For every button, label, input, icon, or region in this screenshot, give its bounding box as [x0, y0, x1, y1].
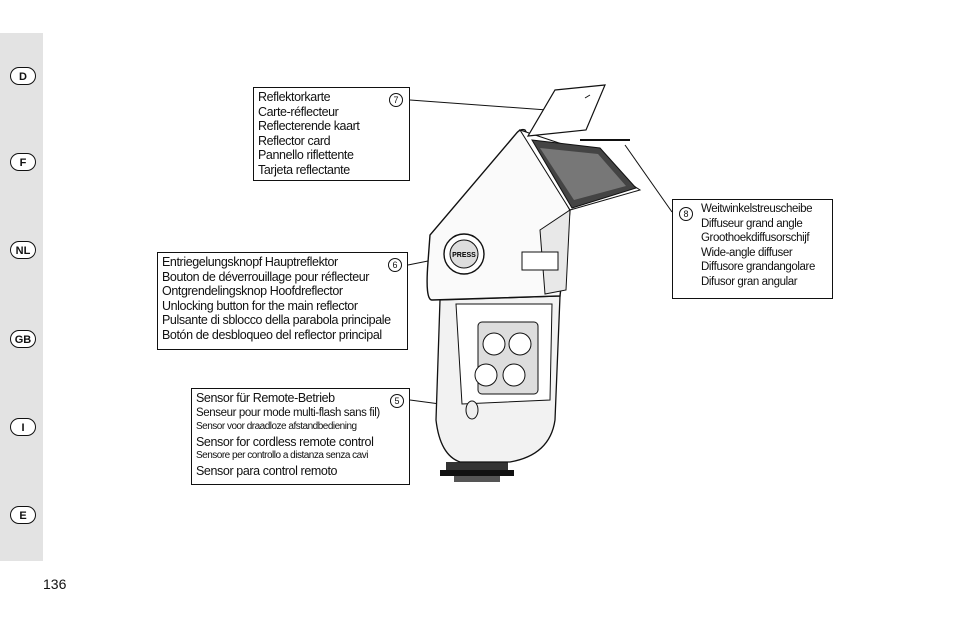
- callout-line: Tarjeta reflectante: [258, 162, 350, 177]
- callout-line: Sensore per controllo a distanza senza c…: [196, 450, 368, 461]
- remote-sensor-window: [465, 400, 479, 420]
- callout-line: Diffuseur grand angle: [701, 217, 803, 230]
- head-side-latch: [521, 251, 559, 271]
- callout-line: Wide-angle diffuser: [701, 246, 793, 259]
- callout-line: Pulsante di sblocco della parabola princ…: [162, 313, 391, 327]
- flash-body: [435, 295, 561, 463]
- callout-line: Diffusore grandangolare: [701, 261, 815, 273]
- language-tab-i[interactable]: I: [10, 418, 36, 436]
- callout-line: Botón de desbloqueo del reflector princi…: [162, 327, 382, 342]
- callout-reflector-card: Reflektorkarte Carte-réflecteur Reflecte…: [253, 87, 410, 181]
- language-tab-nl[interactable]: NL: [10, 241, 36, 259]
- callout-line: Pannello riflettente: [258, 148, 354, 162]
- language-tab-gb[interactable]: GB: [10, 330, 36, 348]
- language-tab-e[interactable]: E: [10, 506, 36, 524]
- callout-line: Senseur pour mode multi-flash sans fil): [196, 406, 380, 419]
- callout-number: 6: [388, 258, 402, 272]
- language-sidebar: D F NL GB I E: [0, 33, 43, 561]
- callout-line: Unlocking button for the main reflector: [162, 298, 358, 313]
- callout-line: Carte-réflecteur: [258, 104, 339, 119]
- callout-line: Sensor para control remoto: [196, 463, 338, 478]
- callout-line: Entriegelungsknopf Hauptreflektor: [162, 255, 338, 269]
- callout-wide-angle-diffuser: Weitwinkelstreuscheibe Diffuseur grand a…: [672, 199, 833, 299]
- battery-2: [508, 332, 532, 356]
- callout-line: Difusor gran angular: [701, 275, 798, 288]
- callout-line: Groothoekdiffusorschijf: [701, 232, 810, 244]
- language-tab-f[interactable]: F: [10, 153, 36, 171]
- callout-line: Sensor für Remote-Betrieb: [196, 391, 335, 405]
- callout-unlocking-button: Entriegelungsknopf Hauptreflektor Bouton…: [157, 252, 408, 350]
- unlock-button-graphic: PRESS: [443, 233, 485, 275]
- callout-line: Bouton de déverrouillage pour réflecteur: [162, 269, 370, 284]
- callout-line: Reflector card: [258, 133, 331, 148]
- language-tab-d[interactable]: D: [10, 67, 36, 85]
- page-number: 136: [43, 576, 67, 592]
- callout-line: Weitwinkelstreuscheibe: [701, 203, 813, 215]
- callout-number: 8: [679, 207, 693, 221]
- callout-line: Sensor for cordless remote control: [196, 434, 374, 449]
- callout-number: 5: [390, 394, 404, 408]
- battery-1: [482, 332, 506, 356]
- callout-line: Sensor voor draadloze afstandbediening: [196, 421, 357, 432]
- callout-line: Reflecterende kaart: [258, 119, 360, 133]
- hot-shoe-foot: [440, 462, 514, 482]
- leader-line-diffuser: [624, 144, 673, 213]
- battery-4: [502, 363, 526, 387]
- reflector-card-shape: [526, 84, 606, 137]
- callout-remote-sensor: Sensor für Remote-Betrieb Senseur pour m…: [191, 388, 410, 485]
- press-text: PRESS: [452, 252, 476, 259]
- callout-line: Ontgrendelingsknop Hoofdreflector: [162, 284, 343, 298]
- callout-line: Reflektorkarte: [258, 90, 331, 104]
- callout-number: 7: [389, 93, 403, 107]
- battery-3: [474, 363, 498, 387]
